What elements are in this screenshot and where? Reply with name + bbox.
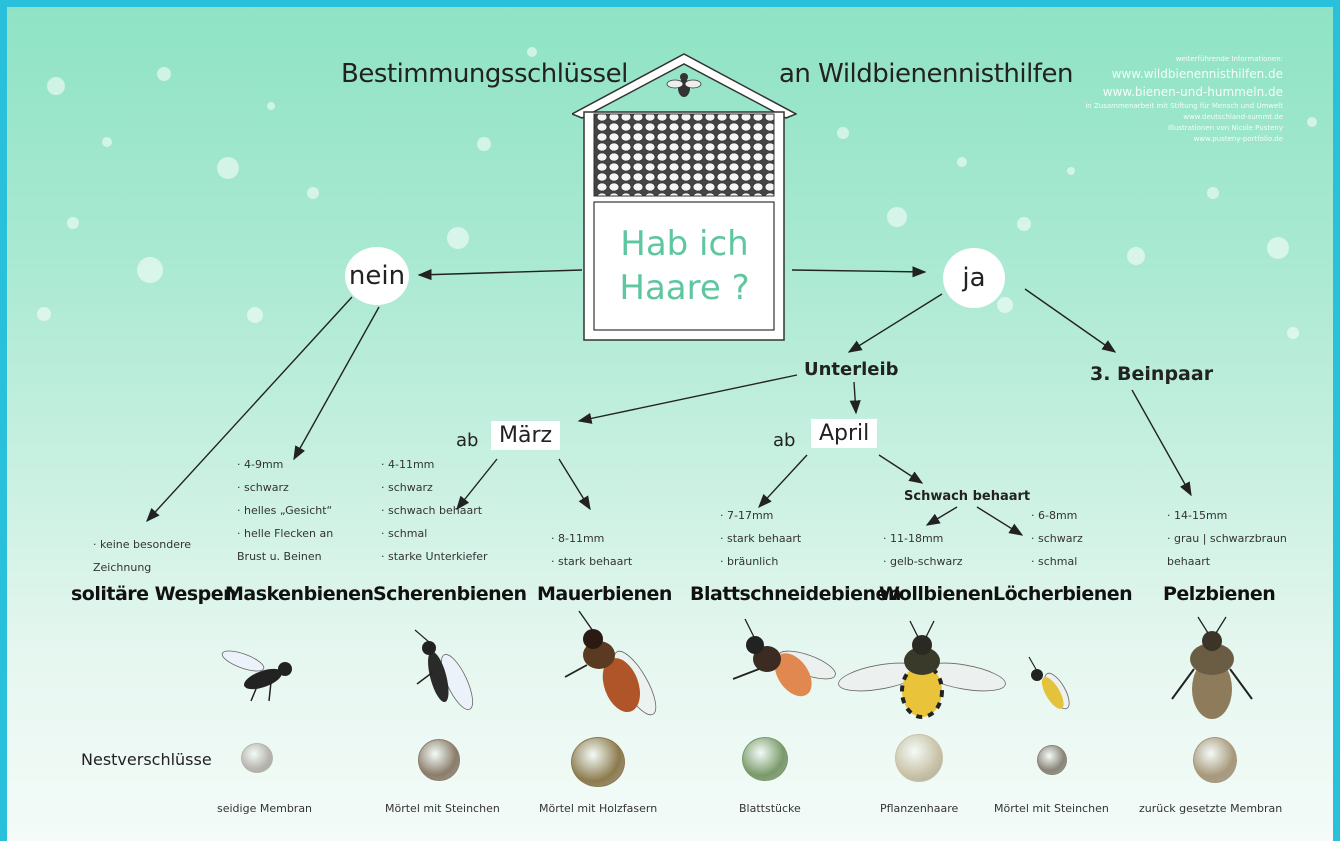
- arrow: [1025, 289, 1115, 352]
- arrow: [457, 459, 497, 509]
- arrow: [419, 270, 582, 275]
- arrow: [977, 507, 1022, 535]
- arrow: [1132, 390, 1191, 495]
- arrow: [792, 270, 925, 272]
- arrow: [759, 455, 807, 507]
- arrow: [559, 459, 590, 509]
- arrow: [879, 455, 922, 483]
- arrow: [854, 382, 856, 413]
- arrow: [579, 375, 797, 421]
- arrow: [849, 294, 942, 352]
- flow-arrows: [7, 7, 1340, 841]
- arrow: [294, 307, 379, 459]
- arrow: [927, 507, 957, 525]
